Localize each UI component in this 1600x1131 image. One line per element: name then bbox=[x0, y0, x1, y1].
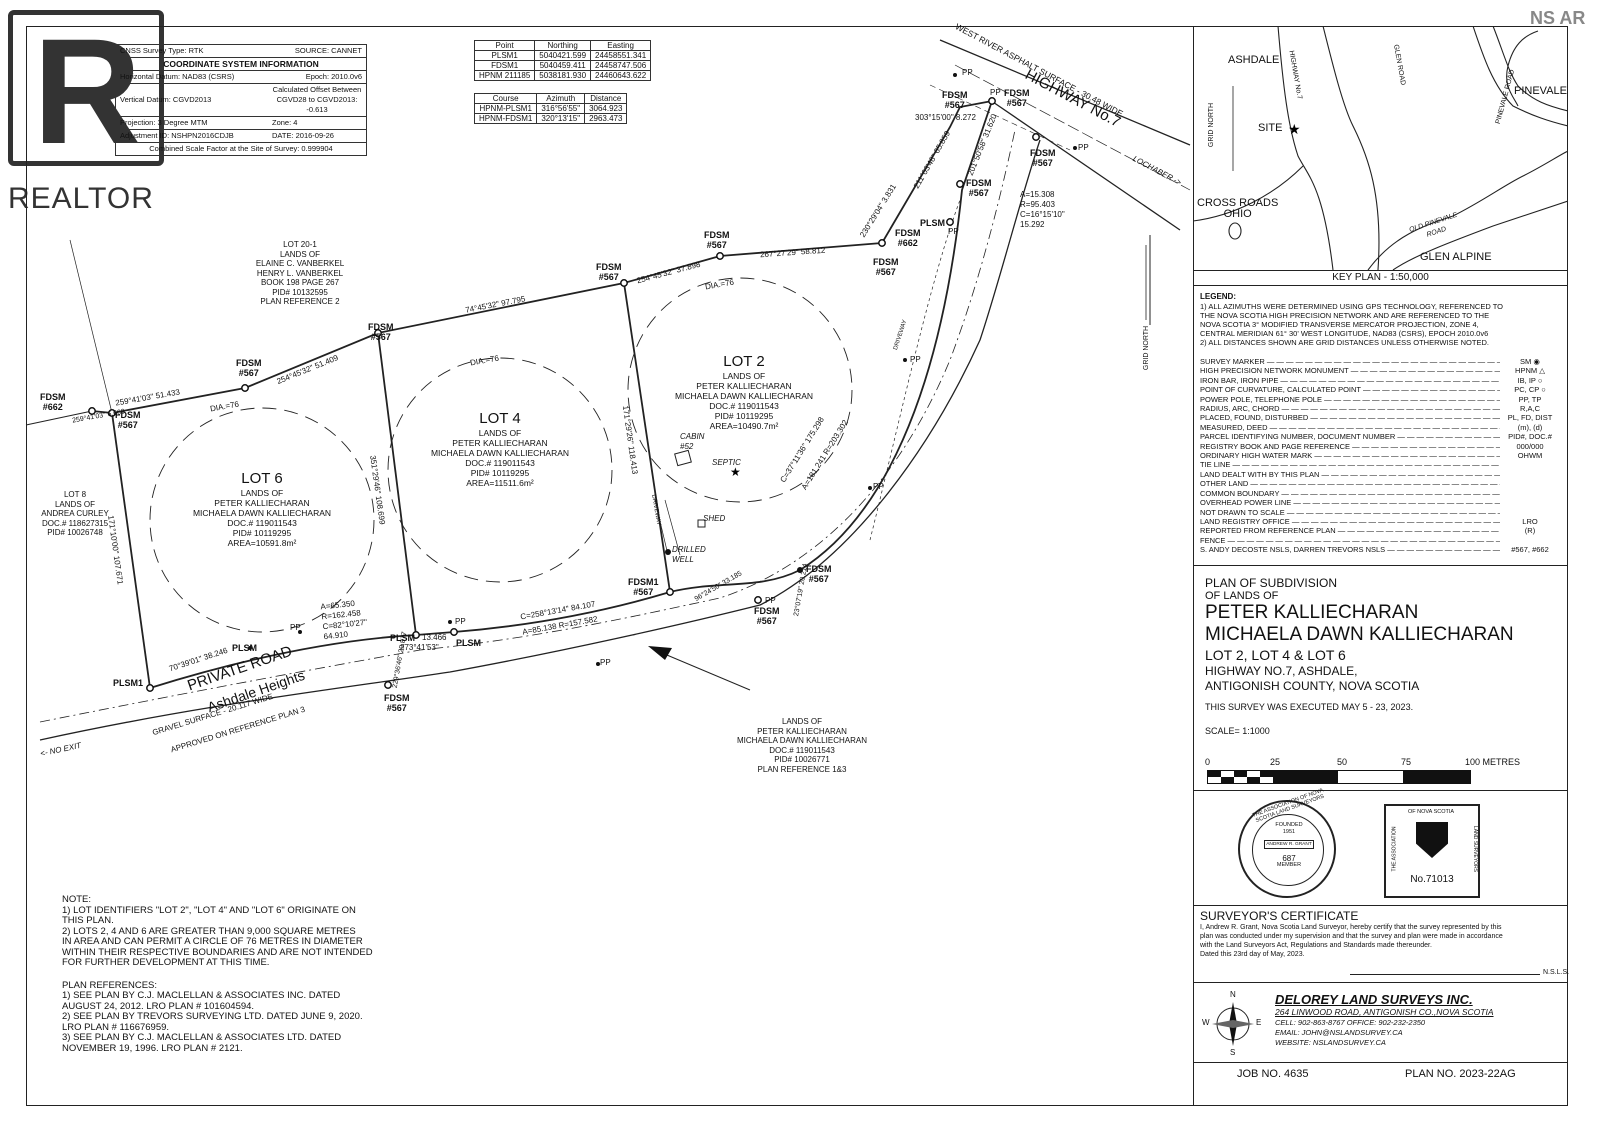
legend-item: POINT OF CURVATURE, CALCULATED POINT — —… bbox=[1200, 385, 1546, 395]
legend-item: FENCE — — — — — — — — — — — — — — — — — … bbox=[1200, 535, 1500, 545]
survey-marker-icon bbox=[450, 628, 458, 636]
arrow-head-icon bbox=[648, 646, 672, 660]
legend-item: LAND REGISTRY OFFICE — — — — — — — — — —… bbox=[1200, 516, 1538, 526]
legend-item: MEASURED, DEED — — — — — — — — — — — — —… bbox=[1200, 422, 1543, 432]
scale-bar bbox=[1207, 770, 1471, 784]
side-panel bbox=[1193, 26, 1568, 1106]
legend-item: ORDINARY HIGH WATER MARK — — — — — — — —… bbox=[1200, 451, 1543, 461]
legend-item: LAND DEALT WITH BY THIS PLAN — — — — — —… bbox=[1200, 469, 1500, 479]
legend-item: PARCEL IDENTIFYING NUMBER, DOCUMENT NUMB… bbox=[1200, 432, 1552, 442]
survey-marker-icon bbox=[241, 384, 249, 392]
highway-edge-north bbox=[939, 39, 1191, 146]
survey-marker-icon bbox=[374, 329, 382, 337]
legend-item: OTHER LAND — — — — — — — — — — — — — — —… bbox=[1200, 479, 1500, 489]
lot2-circle bbox=[627, 277, 853, 503]
lot6-4-boundary bbox=[377, 332, 417, 636]
survey-marker-icon bbox=[956, 180, 964, 188]
surveyor-certificate: SURVEYOR'S CERTIFICATE I, Andrew R. Gran… bbox=[1200, 909, 1570, 976]
legend-item: COMMON BOUNDARY — — — — — — — — — — — — … bbox=[1200, 488, 1500, 498]
lot6-west-boundary bbox=[111, 412, 151, 689]
legend-item: RADIUS, ARC, CHORD — — — — — — — — — — —… bbox=[1200, 404, 1540, 414]
driveway-line bbox=[869, 199, 961, 541]
legend-item: OVERHEAD POWER LINE — — — — — — — — — — … bbox=[1200, 498, 1500, 508]
divider-title bbox=[1193, 565, 1568, 566]
legend-item: SURVEY MARKER — — — — — — — — — — — — — … bbox=[1200, 357, 1540, 366]
divider-footer bbox=[1193, 1062, 1568, 1063]
legend-item: NOT DRAWN TO SCALE — — — — — — — — — — —… bbox=[1200, 507, 1500, 517]
divider-keyplan bbox=[1193, 270, 1568, 271]
legend-item: S. ANDY DECOSTE NSLS, DARREN TREVORS NSL… bbox=[1200, 545, 1549, 555]
legend-item: IRON BAR, IRON PIPE — — — — — — — — — — … bbox=[1200, 375, 1543, 385]
survey-marker-icon bbox=[88, 407, 96, 415]
survey-marker-icon bbox=[384, 681, 392, 689]
key-plan-map: ★ bbox=[1193, 26, 1568, 270]
realtor-watermark: R REALTOR bbox=[8, 10, 168, 215]
lot4-2-boundary bbox=[623, 282, 671, 593]
lot6-circle bbox=[149, 407, 375, 633]
divider-cert bbox=[1193, 905, 1568, 906]
legend-item: REPORTED FROM REFERENCE PLAN — — — — — —… bbox=[1200, 526, 1536, 536]
survey-marker-icon bbox=[1032, 133, 1040, 141]
legend-item: POWER POLE, TELEPHONE POLE — — — — — — —… bbox=[1200, 394, 1542, 404]
nsar-logo: NS AR bbox=[1530, 8, 1586, 28]
title-block: PLAN OF SUBDIVISION OF LANDS OF PETER KA… bbox=[1205, 576, 1514, 736]
survey-marker-icon bbox=[108, 409, 116, 417]
cabin-shape bbox=[674, 449, 692, 467]
legend-item: PLACED, FOUND, DISTURBED — — — — — — — —… bbox=[1200, 413, 1553, 423]
lot2-east-boundary bbox=[881, 100, 993, 244]
legend-item: TIE LINE — — — — — — — — — — — — — — — —… bbox=[1200, 460, 1500, 470]
highway-edge-south bbox=[989, 99, 1181, 231]
survey-marker-icon bbox=[878, 239, 886, 247]
subdivision-plan-drawing: ★ bbox=[25, 39, 1191, 741]
survey-marker-icon bbox=[146, 684, 154, 692]
notes-block: NOTE: 1) LOT IDENTIFIERS "LOT 2", "LOT 4… bbox=[62, 894, 373, 1054]
shed-shape bbox=[697, 519, 706, 528]
survey-marker-icon bbox=[666, 588, 674, 596]
key-plan-title: KEY PLAN - 1:50,000 bbox=[1332, 272, 1429, 283]
legend-item: HIGH PRECISION NETWORK MONUMENT — — — — … bbox=[1200, 366, 1545, 376]
key-plan-site-star-icon: ★ bbox=[1288, 122, 1301, 138]
divider-seals bbox=[1193, 790, 1568, 791]
legend-block: LEGEND: 1) ALL AZIMUTHS WERE DETERMINED … bbox=[1200, 292, 1560, 555]
survey-marker-icon bbox=[946, 218, 954, 226]
survey-marker-icon bbox=[716, 252, 724, 260]
private-road-centre bbox=[39, 129, 1016, 723]
septic-star-icon: ★ bbox=[730, 465, 741, 479]
survey-marker-icon bbox=[412, 631, 420, 639]
nova-scotia-shield-icon bbox=[1416, 822, 1448, 858]
realtor-brand: REALTOR bbox=[8, 182, 154, 215]
divider-company bbox=[1193, 982, 1568, 983]
divider-legend bbox=[1193, 285, 1568, 286]
legend-item: REGISTRY BOOK AND PAGE REFERENCE — — — —… bbox=[1200, 441, 1544, 451]
private-road-edge-south bbox=[39, 139, 1041, 741]
realtor-logo-icon: R bbox=[8, 10, 164, 171]
company-block: DELOREY LAND SURVEYS INC. 264 LINWOOD RO… bbox=[1275, 992, 1494, 1047]
surveyor-stamp: OF NOVA SCOTIA THE ASSOCIATION LAND SURV… bbox=[1384, 804, 1480, 898]
road-front-boundary bbox=[149, 100, 993, 689]
compass-rose-icon: N S E W bbox=[1202, 990, 1262, 1057]
association-seal: THE ASSOCIATION OF NOVA SCOTIA LAND SURV… bbox=[1238, 787, 1336, 898]
lot4-circle bbox=[387, 357, 613, 583]
plan-border bbox=[26, 26, 1568, 1106]
survey-marker-icon bbox=[620, 279, 628, 287]
survey-marker-icon bbox=[988, 97, 996, 105]
survey-marker-icon bbox=[754, 596, 762, 604]
